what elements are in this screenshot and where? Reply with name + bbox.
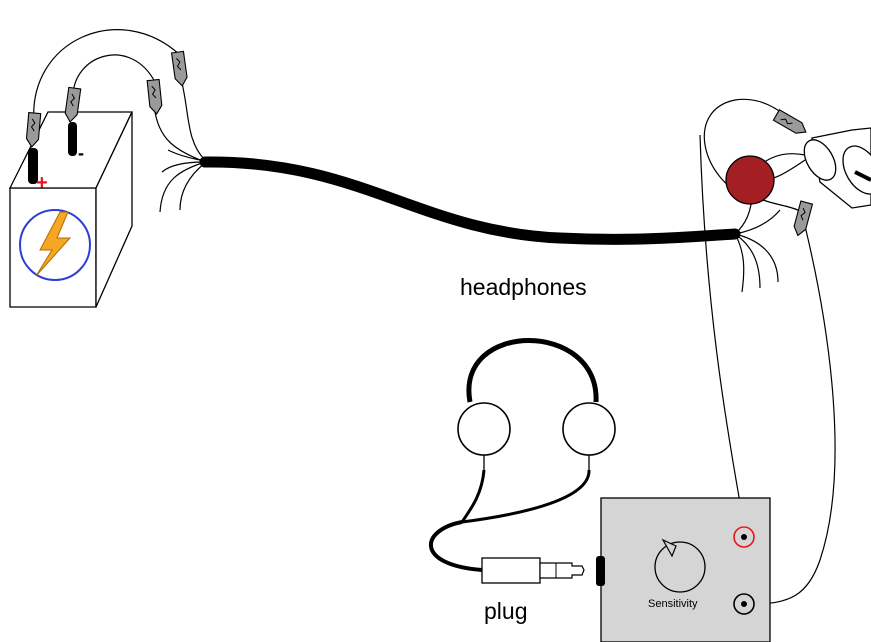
left-cable-splay [159,149,206,213]
wire-lead [33,29,181,123]
negative-terminal-label: - [78,143,84,163]
red-test-jack[interactable] [733,526,755,548]
negative-terminal-post [68,122,77,156]
battery-clip-leads [25,29,206,163]
alligator-clip-icon[interactable] [64,86,82,123]
sensitivity-label: Sensitivity [648,598,698,610]
headphones[interactable] [428,338,616,572]
headphones-label: headphones [460,274,587,300]
right-cable-splay [734,199,781,293]
test-lead-black [751,225,836,605]
multi-conductor-cable [199,156,741,245]
alligator-clip-icon[interactable] [146,78,163,115]
wire-lead [72,54,156,99]
alligator-clip-icon[interactable] [792,200,814,237]
black-test-jack[interactable] [733,593,755,615]
test-lead [703,98,791,201]
headphone-plug[interactable] [481,557,585,584]
lightning-bolt-icon [35,211,72,277]
positive-terminal-label: + [36,172,48,194]
battery-symbol-circle [19,209,91,281]
plug-tip [539,562,585,579]
cylinder-component [803,127,871,209]
plug-label: plug [484,598,527,624]
battery-side [95,111,133,308]
plug-body [481,557,541,584]
alligator-clip-icon[interactable] [170,50,189,87]
tester-box: Sensitivity [596,497,771,642]
positive-terminal-post [28,148,38,184]
red-ball-component [725,153,806,213]
alligator-clip-icon[interactable] [772,109,808,137]
headphone-cord [428,520,483,572]
battery: + - [8,111,134,308]
wire-lead [154,111,206,163]
test-lead-red [699,134,745,526]
alligator-clip-icon[interactable] [25,111,42,148]
red-ball [725,155,775,205]
left-earcup [457,402,511,456]
sensitivity-knob[interactable] [654,538,706,593]
headphone-jack[interactable] [596,556,605,586]
wire-lead [179,74,206,161]
headband [466,338,599,403]
right-earcup [562,402,616,456]
